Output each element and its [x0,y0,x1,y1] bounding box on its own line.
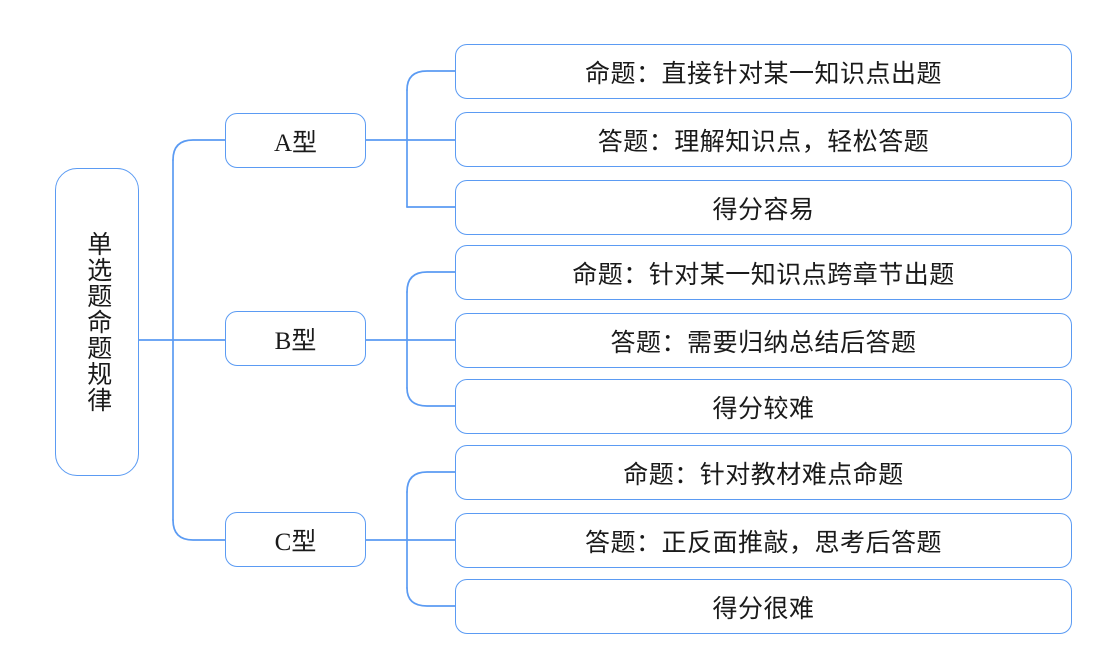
leaf-node-b1-label: 命题：针对某一知识点跨章节出题 [572,261,955,289]
leaf-node-b1[interactable]: 命题：针对某一知识点跨章节出题 [455,245,1072,300]
leaf-node-b3[interactable]: 得分较难 [455,379,1072,434]
leaf-node-b3-label: 得分较难 [712,395,815,423]
leaf-node-a1-label: 命题：直接针对某一知识点出题 [584,60,942,88]
leaf-node-c2-label: 答题：正反面推敲，思考后答题 [584,529,942,557]
edge-trunk-to-c [172,519,226,541]
edge-trunk-to-a [172,139,226,161]
leaf-node-c1-label: 命题：针对教材难点命题 [623,461,904,489]
edge-c-to-leaf1 [406,471,456,493]
branch-node-a[interactable]: A型 [225,113,366,168]
leaf-node-a2[interactable]: 答题：理解知识点，轻松答题 [455,112,1072,167]
leaf-node-a3-label: 得分容易 [712,196,815,224]
edge-b-to-leaf1 [406,271,456,293]
leaf-node-a1[interactable]: 命题：直接针对某一知识点出题 [455,44,1072,99]
branch-node-b-label: B型 [274,327,317,355]
leaf-node-c1[interactable]: 命题：针对教材难点命题 [455,445,1072,500]
edge-a-to-leaf1 [406,70,456,91]
root-node[interactable]: 单选题命题规律 [55,168,139,476]
branch-node-c-label: C型 [274,528,317,556]
branch-node-c[interactable]: C型 [225,512,366,567]
leaf-node-b2[interactable]: 答题：需要归纳总结后答题 [455,313,1072,368]
edge-b-to-leaf3 [406,387,456,407]
leaf-node-c3[interactable]: 得分很难 [455,579,1072,634]
leaf-node-a2-label: 答题：理解知识点，轻松答题 [597,128,930,156]
root-node-label: 单选题命题规律 [83,231,111,413]
edge-c-to-leaf3 [406,587,456,607]
leaf-node-c3-label: 得分很难 [712,595,815,623]
branch-node-a-label: A型 [273,129,318,157]
leaf-node-b2-label: 答题：需要归纳总结后答题 [610,329,917,357]
branch-node-b[interactable]: B型 [225,311,366,366]
leaf-node-c2[interactable]: 答题：正反面推敲，思考后答题 [455,513,1072,568]
leaf-node-a3[interactable]: 得分容易 [455,180,1072,235]
